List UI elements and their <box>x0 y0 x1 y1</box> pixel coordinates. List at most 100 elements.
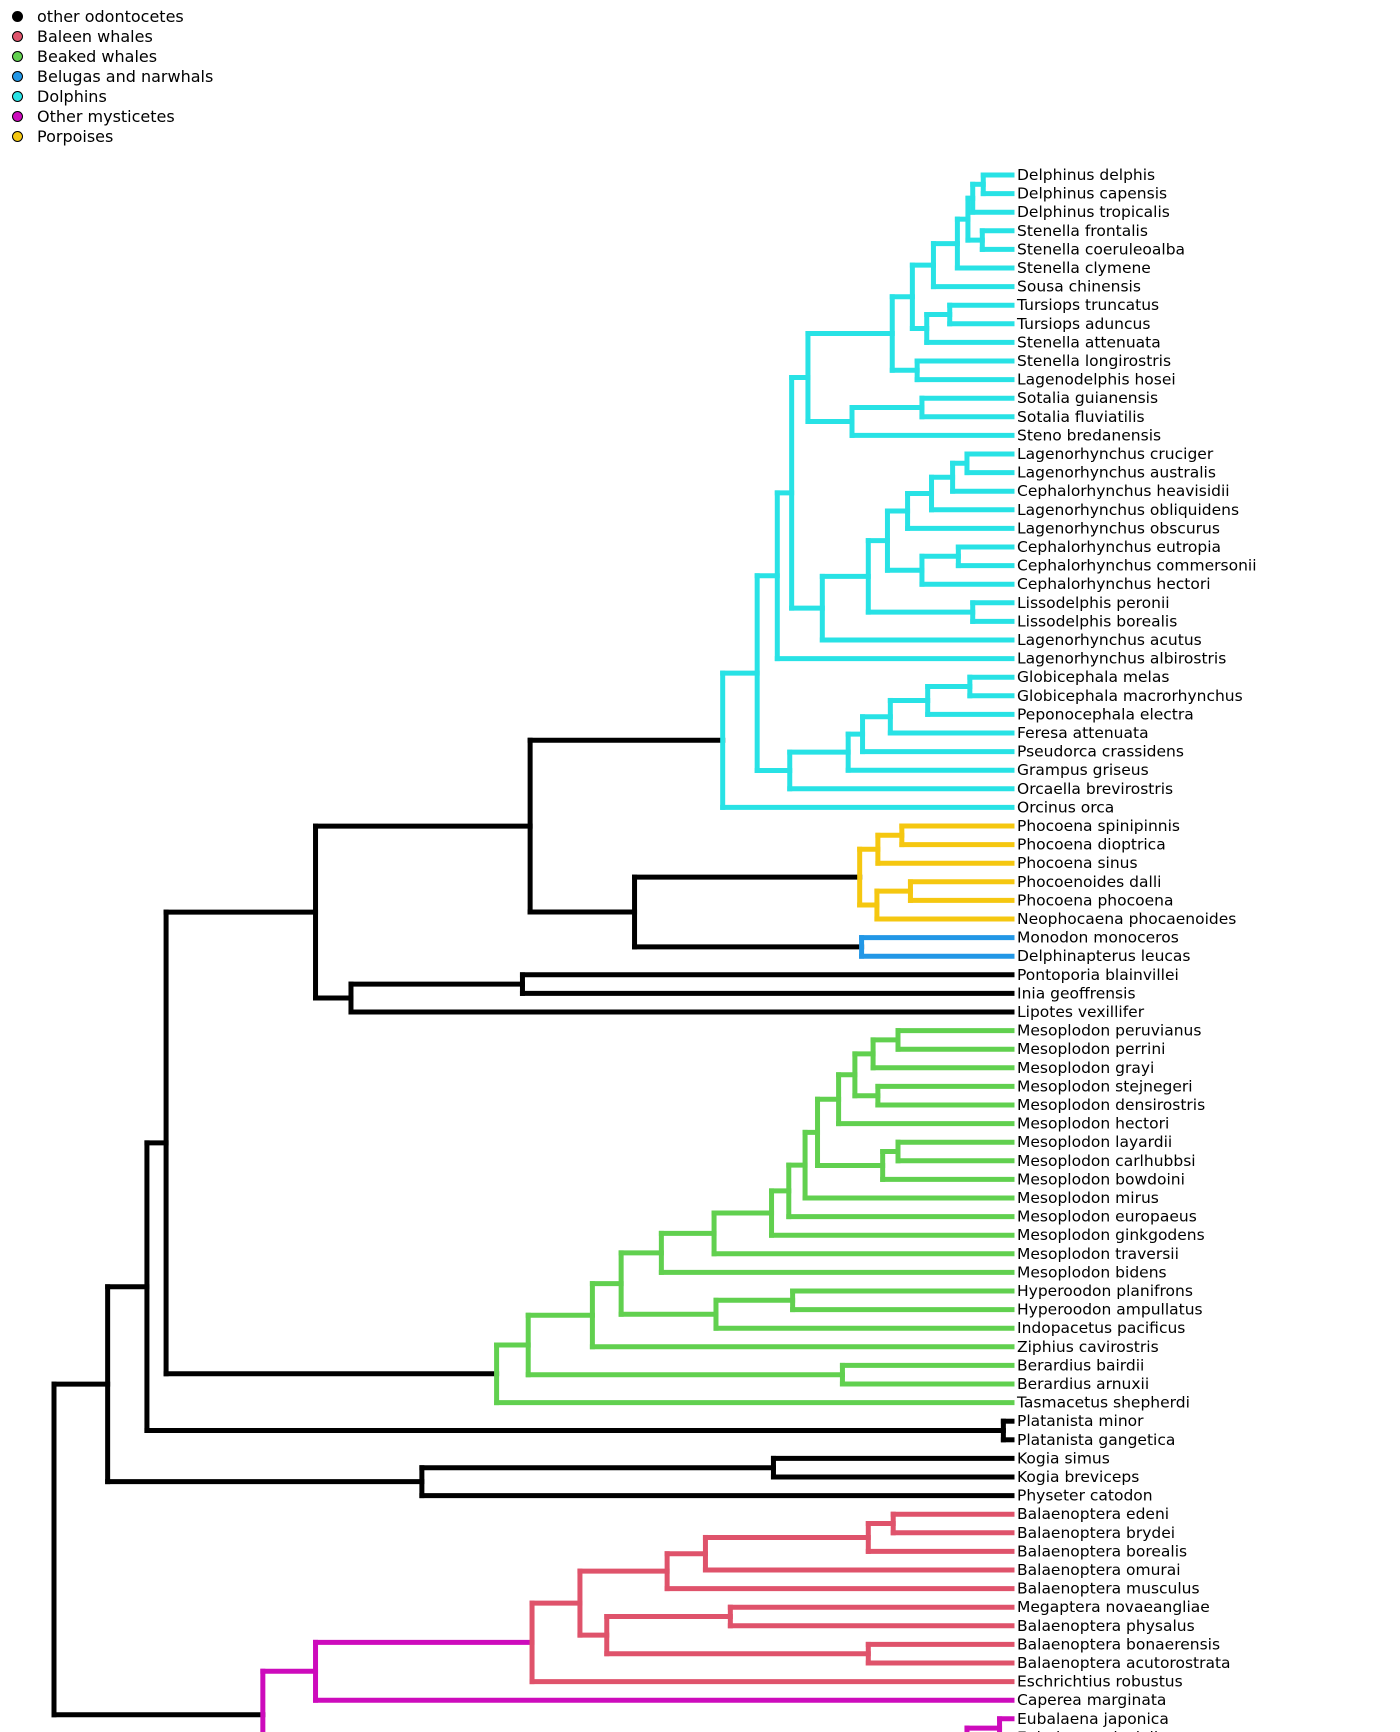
tip-label: Mesoplodon europaeus <box>1017 1208 1197 1226</box>
tip-label: Kogia simus <box>1017 1449 1110 1467</box>
tip-label: Phocoena sinus <box>1017 854 1138 872</box>
tip-label: Feresa attenuata <box>1017 724 1149 742</box>
tip-label: Sotalia guianensis <box>1017 389 1158 407</box>
tip-label: Phocoena phocoena <box>1017 891 1173 909</box>
tip-label: Hyperoodon planifrons <box>1017 1282 1193 1300</box>
tip-label: Lissodelphis borealis <box>1017 612 1177 630</box>
legend-label: Dolphins <box>37 86 107 106</box>
legend-item-beaked-whales: Beaked whales <box>12 46 213 66</box>
tip-label: Balaenoptera physalus <box>1017 1617 1195 1635</box>
legend-label: other odontocetes <box>37 6 184 26</box>
tip-label: Mesoplodon carlhubbsi <box>1017 1152 1196 1170</box>
tip-label: Platanista gangetica <box>1017 1431 1175 1449</box>
tip-label: Balaenoptera edeni <box>1017 1505 1169 1523</box>
tip-label: Balaenoptera musculus <box>1017 1580 1200 1598</box>
legend-dot-icon <box>12 90 23 102</box>
tip-label: Megaptera novaeangliae <box>1017 1598 1210 1616</box>
legend-dot-icon <box>12 30 23 42</box>
tip-label: Neophocaena phocaenoides <box>1017 910 1236 928</box>
tip-label: Stenella longirostris <box>1017 352 1171 370</box>
tip-label: Mesoplodon grayi <box>1017 1059 1154 1077</box>
tip-label: Lagenorhynchus cruciger <box>1017 445 1214 463</box>
tip-label: Delphinus capensis <box>1017 185 1167 203</box>
tip-label: Mesoplodon mirus <box>1017 1189 1159 1207</box>
legend-item-other-odontocetes: other odontocetes <box>12 6 213 26</box>
tip-label: Ziphius cavirostris <box>1017 1338 1159 1356</box>
tip-label: Caperea marginata <box>1017 1691 1166 1709</box>
tip-label: Delphinus delphis <box>1017 166 1155 184</box>
tip-label: Cephalorhynchus eutropia <box>1017 538 1221 556</box>
legend-label: Beaked whales <box>37 46 158 66</box>
tip-label: Lagenorhynchus australis <box>1017 464 1216 482</box>
tip-label: Mesoplodon peruvianus <box>1017 1022 1201 1040</box>
tip-label: Delphinapterus leucas <box>1017 947 1190 965</box>
tip-label: Mesoplodon bowdoini <box>1017 1170 1185 1188</box>
tip-label: Balaenoptera bonaerensis <box>1017 1635 1220 1653</box>
tip-label: Mesoplodon densirostris <box>1017 1096 1205 1114</box>
tip-label: Phocoena spinipinnis <box>1017 817 1180 835</box>
tip-label: Peponocephala electra <box>1017 705 1194 723</box>
tip-label: Berardius arnuxii <box>1017 1375 1149 1393</box>
tip-label: Platanista minor <box>1017 1412 1144 1430</box>
legend-item-dolphins: Dolphins <box>12 86 213 106</box>
tip-label: Cephalorhynchus hectori <box>1017 575 1211 593</box>
tip-label: Hyperoodon ampullatus <box>1017 1301 1203 1319</box>
tip-label: Monodon monoceros <box>1017 929 1179 947</box>
tip-label: Eubalaena japonica <box>1017 1710 1169 1728</box>
tip-label: Mesoplodon layardii <box>1017 1133 1172 1151</box>
tip-label: Eubalaena glacialis <box>1017 1728 1166 1732</box>
tip-label: Stenella clymene <box>1017 259 1151 277</box>
tip-label: Lagenorhynchus acutus <box>1017 631 1202 649</box>
tip-label: Physeter catodon <box>1017 1487 1153 1505</box>
legend-item-other-mysticetes: Other mysticetes <box>12 106 213 126</box>
tip-label: Mesoplodon traversii <box>1017 1245 1179 1263</box>
tip-label: Steno bredanensis <box>1017 426 1161 444</box>
tree-branches <box>51 172 1015 1732</box>
tip-label: Balaenoptera omurai <box>1017 1561 1181 1579</box>
legend-label: Porpoises <box>37 126 114 146</box>
tip-label: Mesoplodon stejnegeri <box>1017 1077 1193 1095</box>
tip-label: Lagenodelphis hosei <box>1017 371 1176 389</box>
tip-label: Tursiops aduncus <box>1016 315 1150 333</box>
tip-label: Delphinus tropicalis <box>1017 203 1170 221</box>
tip-label: Cephalorhynchus commersonii <box>1017 557 1257 575</box>
tip-label: Lagenorhynchus obscurus <box>1017 519 1220 537</box>
tip-label: Orcaella brevirostris <box>1017 780 1173 798</box>
legend-dot-icon <box>12 50 23 62</box>
tip-label: Phocoenoides dalli <box>1017 873 1161 891</box>
legend-dot-icon <box>12 110 23 122</box>
legend-dot-icon <box>12 10 23 22</box>
tip-label: Stenella attenuata <box>1017 333 1161 351</box>
tip-label: Kogia breviceps <box>1017 1468 1139 1486</box>
tip-label: Inia geoffrensis <box>1017 984 1136 1002</box>
tip-label: Sotalia fluviatilis <box>1017 408 1145 426</box>
tip-label: Tasmacetus shepherdi <box>1016 1394 1190 1412</box>
legend-dot-icon <box>12 70 23 82</box>
tip-label: Sousa chinensis <box>1017 278 1141 296</box>
tip-label: Lagenorhynchus obliquidens <box>1017 501 1239 519</box>
tip-label: Globicephala melas <box>1017 668 1169 686</box>
tip-label: Stenella coeruleoalba <box>1017 240 1185 258</box>
legend-item-porpoises: Porpoises <box>12 126 213 146</box>
legend-item-baleen-whales: Baleen whales <box>12 26 213 46</box>
tip-label: Balaenoptera acutorostrata <box>1017 1654 1231 1672</box>
tip-label: Lagenorhynchus albirostris <box>1017 650 1226 668</box>
tip-label: Balaenoptera borealis <box>1017 1542 1187 1560</box>
tip-label: Mesoplodon ginkgodens <box>1017 1226 1205 1244</box>
tip-label: Indopacetus pacificus <box>1017 1319 1185 1337</box>
tip-label: Phocoena dioptrica <box>1017 836 1166 854</box>
tip-label: Mesoplodon bidens <box>1017 1263 1167 1281</box>
legend-label: Belugas and narwhals <box>37 66 214 86</box>
tip-label: Berardius bairdii <box>1017 1356 1144 1374</box>
legend-label: Baleen whales <box>37 26 153 46</box>
legend-label: Other mysticetes <box>37 106 175 126</box>
legend: other odontocetes Baleen whales Beaked w… <box>12 6 213 146</box>
tip-label: Grampus griseus <box>1017 761 1149 779</box>
tip-label: Orcinus orca <box>1017 798 1114 816</box>
tip-label: Mesoplodon hectori <box>1017 1115 1169 1133</box>
tip-label: Pontoporia blainvillei <box>1017 966 1179 984</box>
tip-label: Mesoplodon perrini <box>1017 1040 1165 1058</box>
legend-item-belugas-narwhals: Belugas and narwhals <box>12 66 213 86</box>
